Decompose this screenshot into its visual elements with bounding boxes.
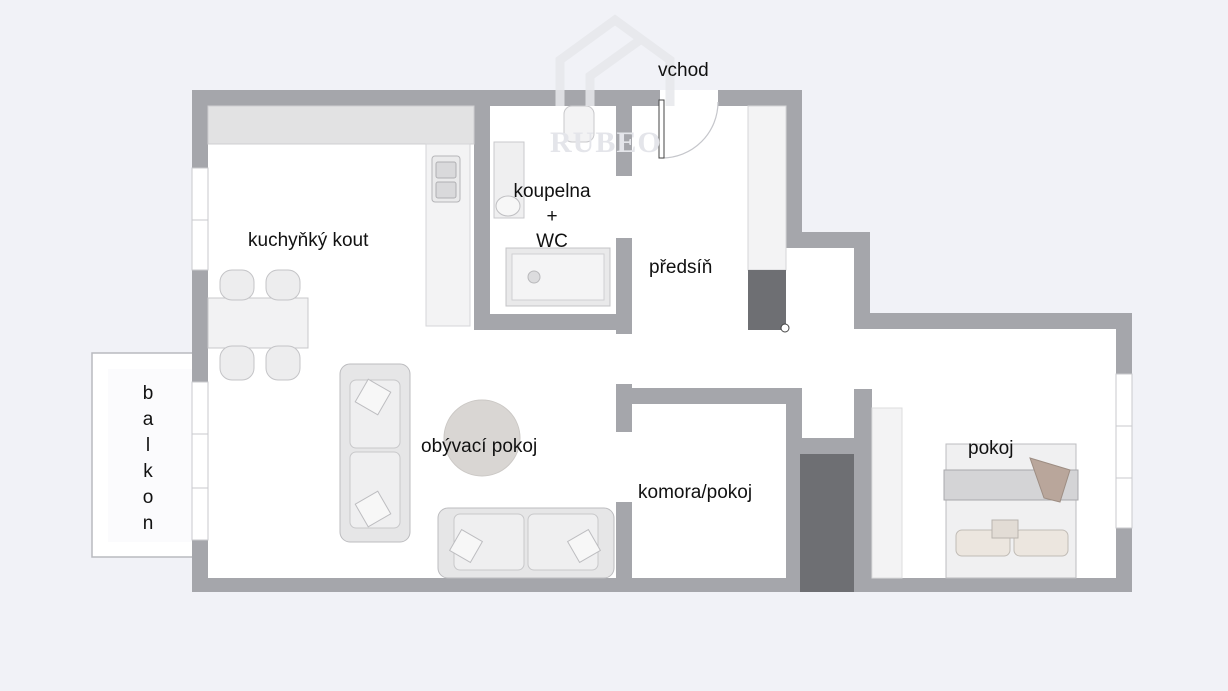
armchair-sofa	[339, 363, 411, 543]
balcony-letter: l	[145, 435, 151, 456]
balcony-letter: a	[142, 409, 154, 430]
watermark-logo	[555, 14, 675, 106]
watermark-text: RUBEO	[550, 126, 662, 159]
wardrobe	[747, 105, 790, 333]
balcony-letter: o	[142, 487, 154, 508]
living-room-label: obývací pokoj	[421, 436, 538, 457]
entrance-door	[658, 99, 665, 159]
balcony-label: b a l k o n	[136, 381, 160, 537]
storage-room-label: komora/pokoj	[638, 482, 753, 503]
hallway-label: předsíň	[649, 257, 713, 278]
balcony-letter: n	[142, 513, 154, 534]
sofa	[437, 507, 615, 579]
round-rug	[443, 399, 521, 477]
bathroom-label-line2: +	[546, 206, 558, 227]
dining-set	[207, 269, 309, 381]
kitchen-counter	[207, 105, 475, 327]
balcony-letter: b	[142, 383, 154, 404]
bathroom-fixtures	[493, 105, 611, 307]
kitchen-label: kuchyňký kout	[248, 230, 369, 251]
bedroom-furniture	[871, 407, 1079, 579]
installation-shaft	[800, 454, 854, 592]
entrance-door-swing	[661, 101, 719, 159]
balcony-letter: k	[143, 461, 153, 482]
balcony-inner	[108, 369, 193, 542]
bathroom-label-line3: WC	[536, 231, 568, 252]
bedroom-label: pokoj	[968, 438, 1014, 459]
bathroom-label-line1: koupelna	[513, 181, 591, 202]
entrance-label: vchod	[658, 60, 709, 81]
windows	[191, 167, 1133, 541]
